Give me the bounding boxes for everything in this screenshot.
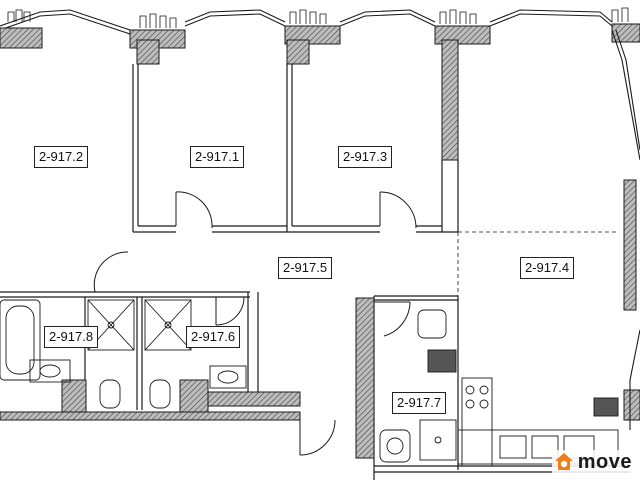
facade-right bbox=[611, 29, 640, 430]
room-label-2-917-3: 2-917.3 bbox=[338, 146, 393, 168]
dashed-lines bbox=[457, 231, 616, 296]
room-label-2-917-1: 2-917.1 bbox=[190, 146, 245, 168]
brand-name: move bbox=[577, 450, 632, 473]
columns-top bbox=[0, 23, 640, 421]
grilles bbox=[7, 7, 629, 28]
facade-top bbox=[0, 9, 613, 35]
room-label-2-917-2: 2-917.2 bbox=[34, 146, 89, 168]
walls-hatched bbox=[0, 297, 375, 459]
doors bbox=[93, 191, 417, 456]
room-label-2-917-8: 2-917.8 bbox=[44, 326, 99, 348]
room-label-2-917-7: 2-917.7 bbox=[392, 392, 447, 414]
house-logo-icon bbox=[554, 453, 573, 470]
bathroom-fixtures bbox=[0, 299, 457, 463]
brand-logo: move bbox=[551, 450, 634, 474]
room-label-2-917-6: 2-917.6 bbox=[186, 326, 241, 348]
room-label-2-917-4: 2-917.4 bbox=[520, 257, 575, 279]
room-label-2-917-5: 2-917.5 bbox=[278, 257, 333, 279]
